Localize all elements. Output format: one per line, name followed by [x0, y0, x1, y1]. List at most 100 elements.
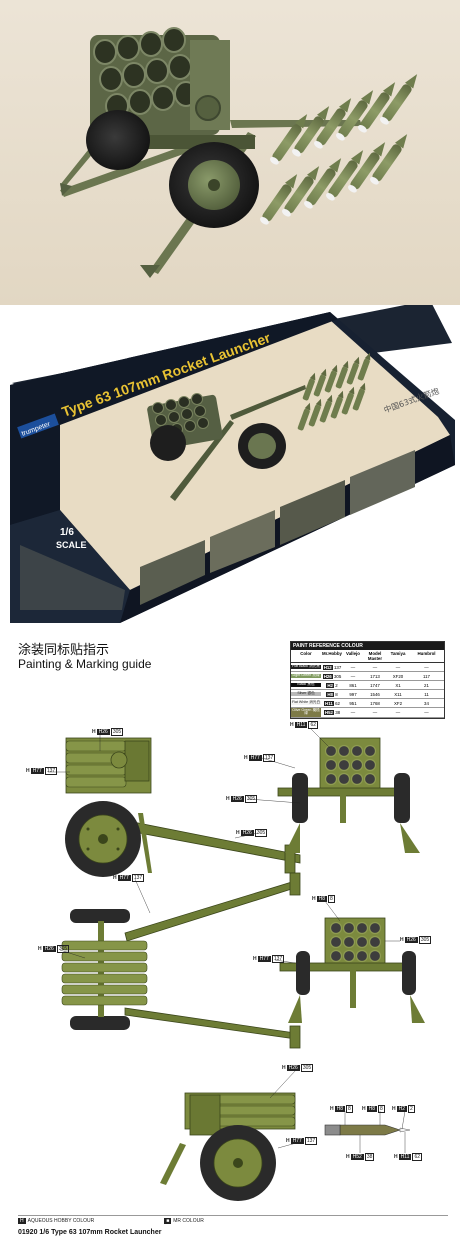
model-master-code: 1747: [370, 682, 380, 688]
launch-tube: [93, 39, 117, 65]
paint-name-chinese: 消光黑: [307, 664, 320, 669]
rocket-round: [308, 398, 322, 427]
launch-tube: [99, 66, 123, 92]
mr-hobby-code: H26 305: [322, 673, 342, 679]
launch-tube: [61, 995, 148, 1006]
rocket-round: [369, 134, 408, 185]
top-view: [61, 872, 301, 1049]
rear-view: [160, 1092, 296, 1201]
rocket-round-detail: [324, 1124, 411, 1136]
paint-name: Black: [297, 682, 307, 687]
front-view: [277, 737, 420, 853]
launch-tube: [194, 405, 206, 417]
mr-hobby-code: H52 38: [323, 709, 341, 715]
paint-name: Flat Black: [292, 664, 308, 669]
rocket-round: [259, 174, 298, 225]
rocket-round: [302, 372, 316, 401]
launch-tube: [355, 921, 369, 935]
paint-swatch: Silver 银色: [291, 691, 321, 697]
rocket-round: [341, 386, 355, 415]
mr-hobby-code: H8 8: [326, 691, 338, 697]
launch-tube: [61, 984, 148, 995]
column-header: Tamiya: [390, 651, 406, 656]
paint-name: Silver: [297, 691, 307, 696]
launch-tube: [152, 402, 164, 414]
launch-tube: [145, 58, 169, 84]
paint-table-header: PAINT REFERENCE COLOUR: [291, 642, 444, 650]
humbrol-code: 34: [424, 700, 429, 706]
paint-swatch: Light Green 亮绿: [291, 673, 321, 679]
launch-tube: [139, 31, 163, 57]
vallejo-code: —: [350, 709, 356, 715]
launch-tube: [324, 744, 338, 758]
vallejo-code: 997: [349, 691, 357, 697]
humbrol-code: 21: [424, 682, 429, 688]
tamiya-code: —: [395, 664, 401, 670]
rocket-round: [297, 402, 311, 431]
launch-tube: [329, 935, 343, 949]
vallejo-code: 861: [349, 682, 357, 688]
tamiya-code: X11: [394, 691, 402, 697]
launch-tube: [128, 89, 152, 115]
paint-name-chinese: 亮绿: [311, 673, 320, 678]
paint-swatch: Flat Black 消光黑: [291, 664, 321, 670]
rocket-rounds: [259, 74, 418, 225]
launch-tube: [355, 935, 369, 949]
column-header: Mr.Hobby: [321, 651, 342, 656]
humbrol-code: —: [424, 664, 429, 670]
paint-name: Olive Green: [292, 707, 312, 712]
tamiya-code: XF20: [392, 673, 404, 679]
launch-tube: [61, 973, 148, 984]
launch-tube: [337, 758, 351, 772]
mr-hobby-code: H12 137: [322, 664, 342, 670]
paint-name-chinese: 银色: [306, 691, 315, 696]
box-side-thumbnails: [20, 450, 415, 610]
mr-hobby-code: H2 2: [326, 682, 338, 688]
humbrol-code: 11: [424, 691, 429, 697]
launch-tube: [350, 758, 364, 772]
model-master-code: —: [372, 709, 378, 715]
tamiya-code: XF2: [393, 700, 403, 706]
guide-footer-legend: H AQUEOUS HOBBY COLOUR ■ MR COLOUR: [18, 1215, 448, 1224]
rocket-round: [330, 390, 344, 419]
guide-drawings: [48, 727, 425, 1201]
scale-word: SCALE: [56, 540, 87, 550]
model-master-code: 1768: [370, 700, 380, 706]
launch-tube: [122, 62, 146, 88]
legend-aqueous: AQUEOUS HOBBY COLOUR: [27, 1218, 95, 1224]
paint-name: Flat White: [291, 700, 309, 705]
rocket-round: [335, 90, 374, 141]
launch-tube: [168, 411, 180, 423]
rocket-round: [346, 356, 360, 385]
launch-tube: [363, 758, 377, 772]
guide-title-chinese: 涂装同标贴指示: [18, 643, 110, 658]
paint-swatch: Black 黑色: [291, 682, 321, 688]
launch-tube: [363, 744, 377, 758]
launch-tube: [324, 758, 338, 772]
tube-block: [90, 27, 230, 135]
launch-tube: [151, 85, 175, 111]
vallejo-code: —: [350, 664, 356, 670]
launch-tube: [61, 962, 148, 973]
launch-tube: [214, 1094, 296, 1105]
box-launcher-art: [147, 385, 306, 501]
launch-tube: [324, 772, 338, 786]
front-view-2: [279, 917, 425, 1023]
launch-tube: [342, 935, 356, 949]
